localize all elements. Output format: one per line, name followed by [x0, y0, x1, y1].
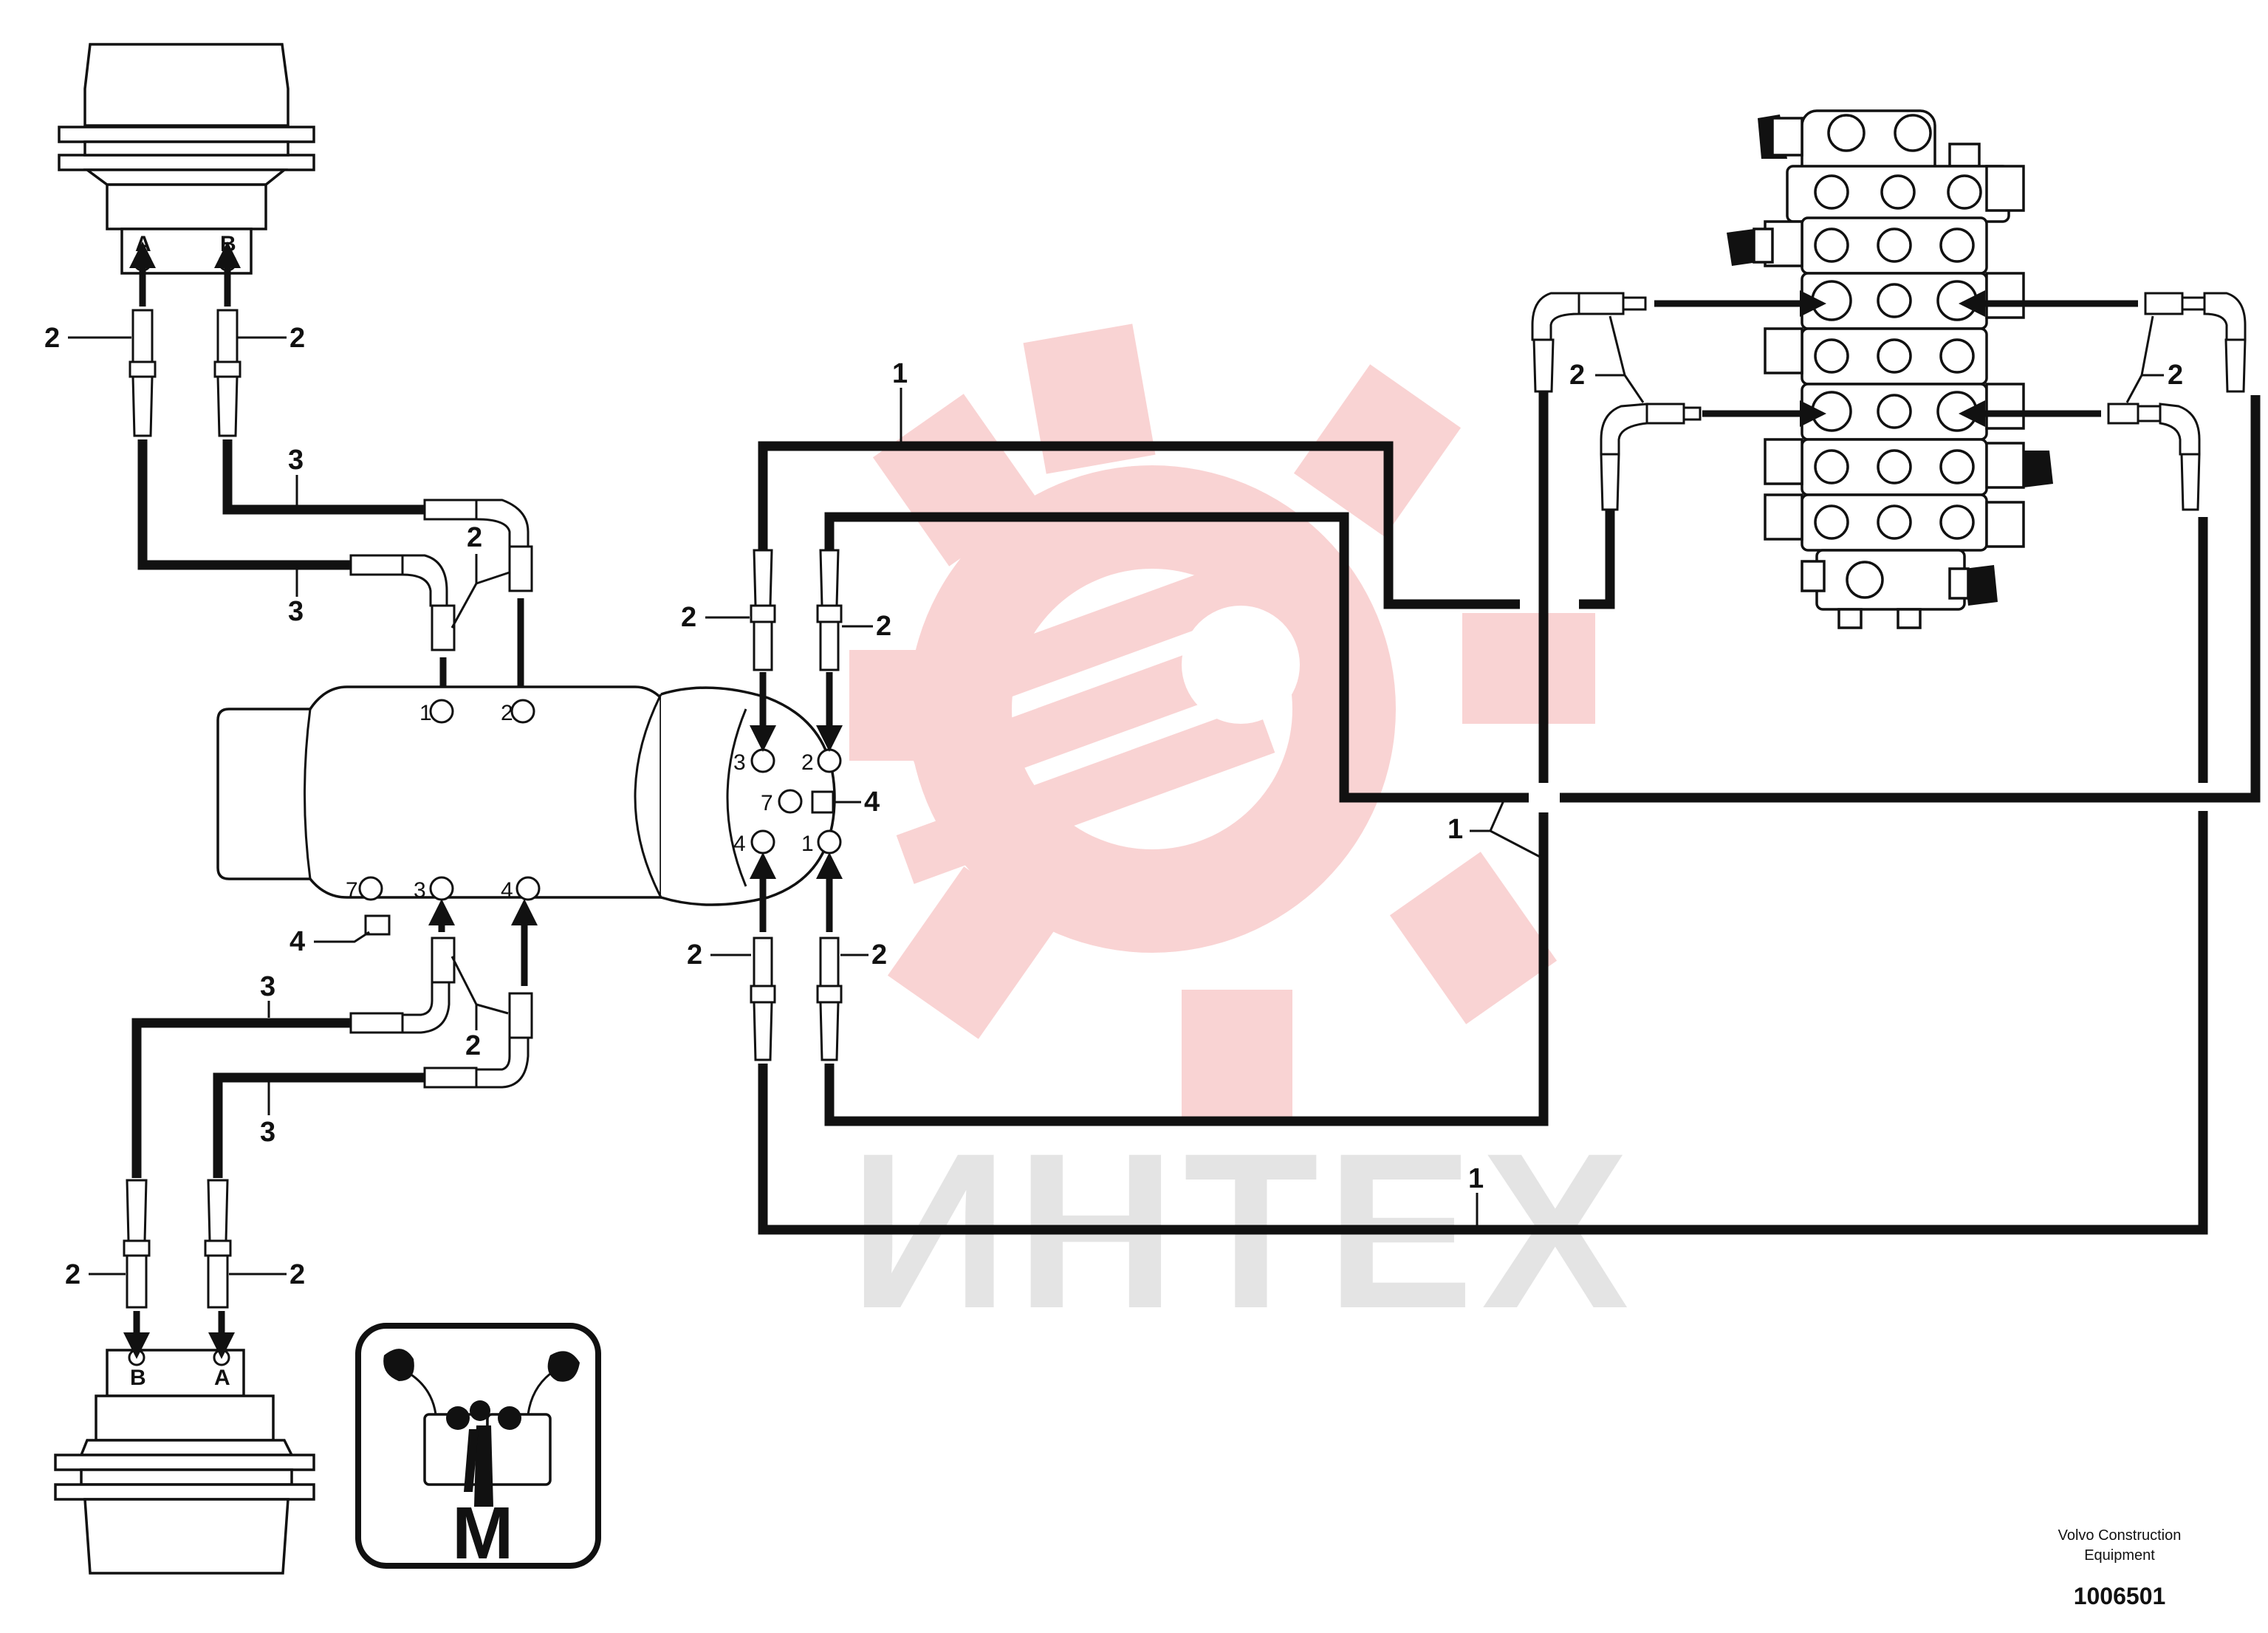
elbow-fitting-4: [423, 992, 533, 1089]
callout-2-end-top-left: 2: [681, 602, 696, 633]
watermark: ИНТЕХ: [849, 323, 1629, 1355]
callouts: 1 1 1 2 2 3 3 2 2 2 2 2 4 4 3: [44, 315, 2183, 1290]
swivel-port-1-top: [429, 699, 454, 724]
swivel-port-4-end: [750, 829, 775, 855]
inset-letter: M: [452, 1492, 513, 1575]
company-line-1: Volvo Construction: [2058, 1527, 2182, 1544]
swivel-port-2-top-label: 2: [501, 701, 513, 725]
inset-operator-controls: M: [355, 1323, 601, 1575]
callout-2-valve-left: 2: [1569, 360, 1585, 391]
swivel-port-7-end-label: 7: [761, 791, 773, 815]
fitting-end-top-2: [816, 549, 843, 671]
swivel-plug-bottom: [364, 914, 391, 936]
callout-1-bottom: 1: [1468, 1163, 1484, 1194]
hose-group-1: [758, 388, 2261, 1235]
swivel-port-1-top-label: 1: [419, 701, 432, 725]
callout-2-top-left-b: 2: [290, 323, 305, 354]
fitting-top-left-a: [129, 309, 157, 437]
swivel-joint: 1 2 7 3 4 3 2 7 4 1: [216, 685, 842, 936]
control-valve-block: [1727, 109, 2053, 629]
swivel-port-1-end: [817, 829, 842, 855]
swivel-port-3-bottom: [429, 876, 454, 901]
motor-bottom-port-b-label: B: [130, 1366, 146, 1390]
company-line-2: Equipment: [2084, 1547, 2155, 1564]
swivel-port-3-end: [750, 748, 775, 773]
bottom-left-hose-assembly: [123, 899, 538, 1359]
elbow-fitting-1: [349, 554, 456, 651]
callout-2-end-top-right: 2: [876, 611, 891, 642]
watermark-wrench-icon: [896, 541, 1305, 884]
callout-2-end-bottom-right: 2: [871, 939, 887, 970]
swivel-port-2-top: [510, 699, 535, 724]
fitting-end-bottom-4: [750, 937, 776, 1061]
motor-top-port-b-label: B: [220, 232, 236, 256]
valve-elbow-upper-right: [2144, 292, 2247, 393]
swivel-port-3-end-label: 3: [733, 750, 746, 775]
footer: Volvo Construction Equipment 1006501: [2058, 1527, 2182, 1609]
fitting-top-left-b: [213, 309, 241, 437]
fitting-end-top-3: [750, 549, 776, 671]
swivel-port-7-bottom-label: 7: [346, 878, 358, 903]
fitting-end-bottom-1: [816, 937, 843, 1061]
callout-2-top-left-a: 2: [44, 323, 60, 354]
callout-3-top-2: 3: [288, 596, 304, 627]
callout-3-bottom-1: 3: [260, 971, 275, 1002]
valve-elbow-lower-right: [2107, 403, 2201, 511]
swivel-port-7-bottom: [358, 876, 383, 901]
callout-2-swivel-top-left: 2: [467, 522, 482, 553]
callout-1-middle: 1: [1448, 814, 1463, 845]
callout-1-top: 1: [892, 358, 908, 389]
valve-connection-fittings: [1531, 290, 2247, 511]
callout-4-end: 4: [864, 787, 880, 818]
fitting-bottom-left-a: [204, 1179, 232, 1309]
drawing-number: 1006501: [2074, 1583, 2166, 1609]
top-left-hose-assembly: [129, 242, 534, 713]
travel-motor-bottom: B A: [54, 1349, 315, 1575]
motor-bottom-port-b: [128, 1349, 145, 1366]
joystick-icon: [383, 1349, 580, 1507]
swivel-port-7-end: [778, 789, 803, 814]
callout-3-top-1: 3: [288, 445, 304, 476]
swivel-port-2-end: [817, 748, 842, 773]
swivel-plug-end: [811, 790, 835, 814]
callout-3-bottom-2: 3: [260, 1117, 275, 1148]
valve-elbow-lower-left: [1600, 403, 1702, 511]
callout-2-end-bottom-left: 2: [687, 939, 702, 970]
travel-motor-top: A B: [58, 43, 315, 275]
motor-top-port-a-label: A: [135, 232, 151, 256]
callout-2-bottom-left-a: 2: [290, 1259, 305, 1290]
fitting-bottom-left-b: [123, 1179, 151, 1309]
callout-2-bottom-left-b: 2: [65, 1259, 80, 1290]
valve-elbow-upper-left: [1531, 292, 1647, 393]
elbow-fitting-3: [349, 937, 456, 1034]
elbow-fitting-2: [423, 499, 533, 592]
motor-bottom-port-a-label: A: [214, 1366, 230, 1390]
callout-2-swivel-bottom: 2: [465, 1030, 481, 1061]
swivel-port-3-bottom-label: 3: [414, 878, 426, 903]
callout-2-valve-right: 2: [2168, 360, 2183, 391]
swivel-port-2-end-label: 2: [801, 750, 814, 775]
motor-bottom-port-a: [213, 1349, 230, 1366]
swivel-port-4-bottom-label: 4: [501, 878, 513, 903]
swivel-end-fittings: [750, 549, 843, 1061]
swivel-port-4-end-label: 4: [733, 832, 746, 856]
callout-4-bottom: 4: [290, 926, 305, 957]
swivel-port-4-bottom: [515, 876, 541, 901]
swivel-port-1-end-label: 1: [801, 832, 814, 856]
